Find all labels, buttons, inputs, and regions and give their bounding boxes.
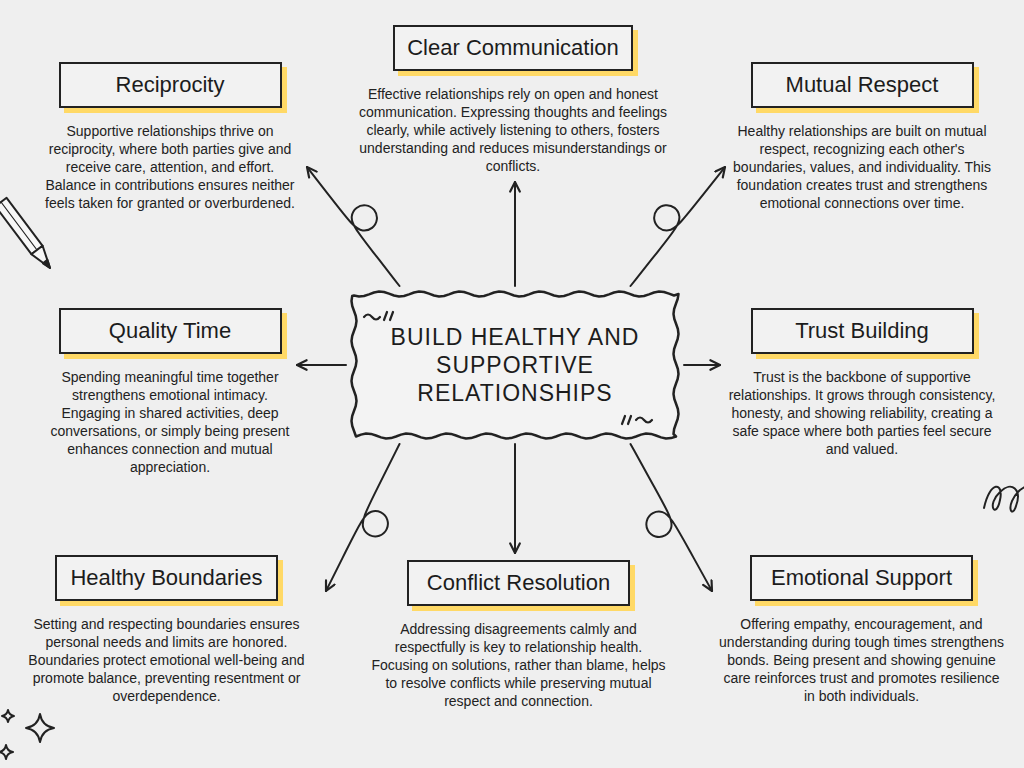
topic-heading: Healthy Boundaries: [55, 555, 278, 601]
topic-description: Healthy relationships are built on mutua…: [732, 122, 992, 212]
topic-heading: Reciprocity: [59, 62, 282, 108]
arrow-connector: [514, 444, 516, 553]
quote-mark: [384, 312, 393, 320]
topic-card: Trust BuildingTrust is the backbone of s…: [727, 308, 997, 458]
topic-description: Supportive relationships thrive on recip…: [40, 122, 300, 212]
topic-card: Emotional SupportOffering empathy, encou…: [719, 555, 1004, 705]
topic-card: Clear CommunicationEffective relationshi…: [353, 25, 673, 175]
sparkle: [26, 714, 54, 742]
topic-description: Spending meaningful time together streng…: [50, 368, 290, 476]
topic-description: Setting and respecting boundaries ensure…: [14, 615, 319, 705]
central-text-block: BUILD HEALTHY AND SUPPORTIVE RELATIONSHI…: [375, 323, 655, 407]
connector-group: [297, 167, 725, 591]
topic-card: ReciprocitySupportive relationships thri…: [40, 62, 300, 212]
topic-heading: Quality Time: [59, 308, 282, 354]
topic-heading: Emotional Support: [750, 555, 973, 601]
pencil-tip: [43, 260, 50, 268]
arrow-connector: [684, 364, 720, 366]
topic-description: Trust is the backbone of supportive rela…: [727, 368, 997, 458]
wavy-border: [352, 292, 679, 439]
topic-description: Effective relationships rely on open and…: [353, 85, 673, 175]
topic-description: Addressing disagreements calmly and resp…: [366, 620, 671, 710]
topic-card: Conflict ResolutionAddressing disagreeme…: [366, 560, 671, 710]
pencil-facet: [1, 202, 37, 250]
arrow-connector: [297, 364, 346, 366]
pencil-body: [0, 198, 43, 254]
central-title: BUILD HEALTHY AND SUPPORTIVE RELATIONSHI…: [375, 323, 655, 407]
topic-heading: Mutual Respect: [751, 62, 974, 108]
pencil-cone: [31, 246, 50, 268]
topic-description: Offering empathy, encouragement, and und…: [719, 615, 1004, 705]
topic-heading: Conflict Resolution: [407, 560, 630, 606]
arrow-connector: [307, 167, 400, 286]
quote-mark: [622, 416, 631, 424]
topic-card: Healthy BoundariesSetting and respecting…: [14, 555, 319, 705]
topic-heading: Clear Communication: [393, 25, 633, 71]
sparkle: [0, 745, 13, 759]
topic-heading: Trust Building: [751, 308, 974, 354]
tilde-mark: [636, 418, 652, 423]
arrow-connector: [514, 182, 516, 286]
topic-card: Quality TimeSpending meaningful time tog…: [50, 308, 290, 476]
central-topic: BUILD HEALTHY AND SUPPORTIVE RELATIONSHI…: [350, 290, 680, 440]
sparkle: [2, 710, 14, 722]
arrow-connector: [631, 444, 713, 591]
arrow-connector: [631, 167, 726, 286]
arrow-connector: [326, 444, 400, 591]
squiggle: [984, 486, 1024, 512]
topic-card: Mutual RespectHealthy relationships are …: [732, 62, 992, 212]
tilde-mark: [364, 315, 380, 320]
